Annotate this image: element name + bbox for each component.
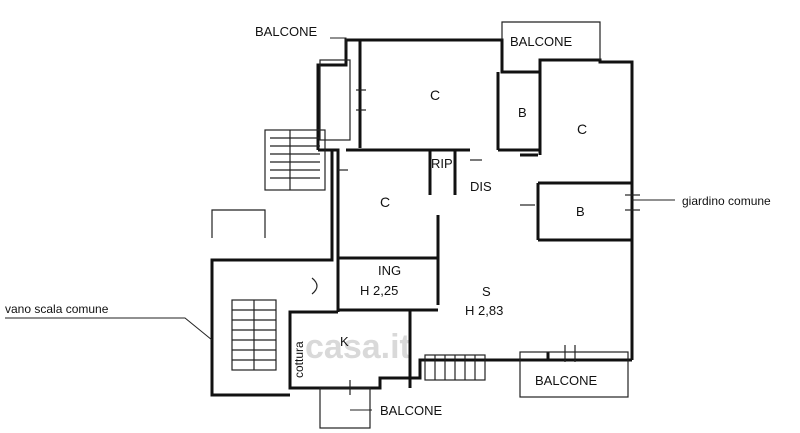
- room-label-cucina: K: [340, 334, 349, 349]
- room-label-bagno-top: B: [518, 105, 527, 120]
- openings: [311, 89, 640, 395]
- balcony-bottom-right: [519, 351, 629, 398]
- room-label-ripostiglio: RIP: [431, 156, 453, 171]
- room-label-balcone-top-right: BALCONE: [510, 34, 572, 49]
- room-label-soggiorno-height: H 2,83: [465, 303, 503, 318]
- room-label-disimpegno: DIS: [470, 179, 492, 194]
- leader-vano-scala: [5, 317, 213, 341]
- room-label-camera-top: C: [430, 87, 440, 103]
- stair-left: [231, 299, 277, 371]
- stair-top-left: [264, 129, 326, 191]
- room-label-ingresso: ING: [378, 263, 401, 278]
- label-giardino-comune: giardino comune: [682, 194, 771, 208]
- room-label-camera-right: C: [577, 121, 587, 137]
- room-label-balcone-bottom-right: BALCONE: [535, 373, 597, 388]
- room-label-balcone-bottom: BALCONE: [380, 403, 442, 418]
- exterior-walls: [210, 21, 634, 397]
- room-label-cottura: cottura: [292, 341, 306, 378]
- interior-walls: [338, 40, 632, 388]
- watermark-text: casa.it: [305, 328, 411, 366]
- room-label-bagno-right: B: [576, 204, 585, 219]
- room-label-camera-left: C: [380, 194, 390, 210]
- room-label-balcone-top-left: BALCONE: [255, 24, 317, 39]
- balcony-bottom: [319, 387, 371, 429]
- label-vano-scala-comune: vano scala comune: [5, 302, 109, 316]
- balcony-top-left: [319, 59, 351, 141]
- room-label-ingresso-height: H 2,25: [360, 283, 398, 298]
- stair-bottom: [424, 354, 486, 381]
- leader-balcone-top-left: [330, 37, 347, 50]
- room-label-soggiorno: S: [482, 284, 491, 299]
